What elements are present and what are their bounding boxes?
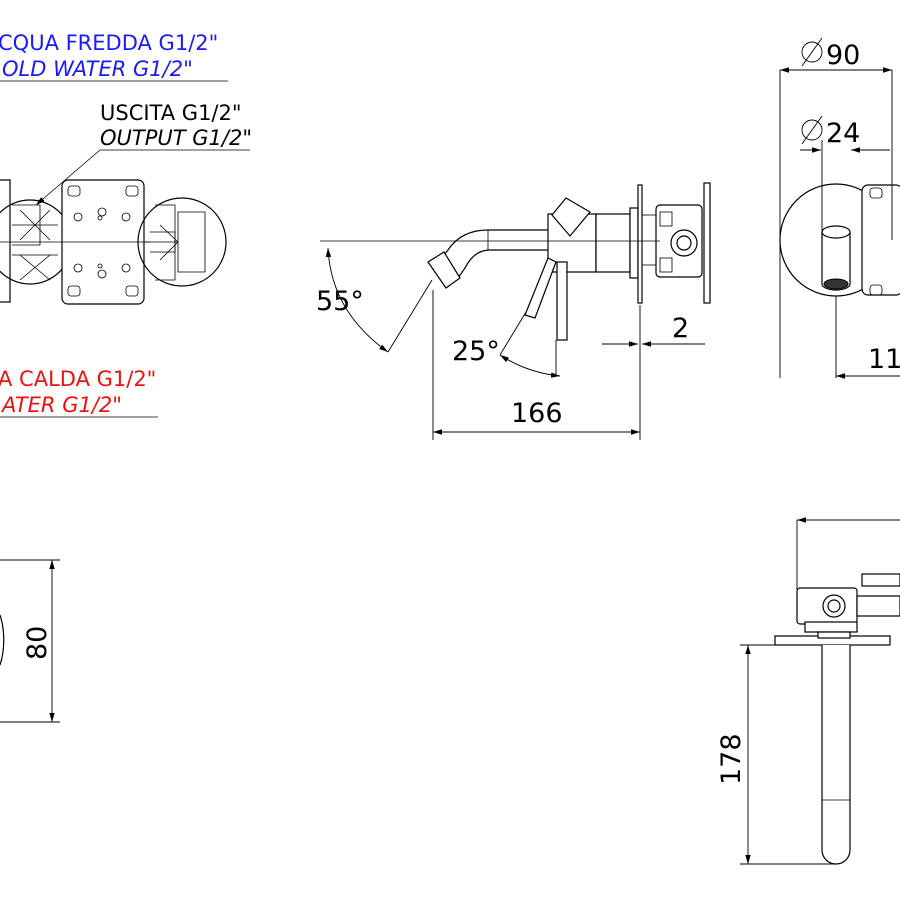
hot-water-label-en: ATER G1/2" [0,393,122,417]
side-view [320,182,711,341]
rear-view [0,179,227,305]
height-80-label: 80 [22,626,53,660]
diameter-90-dim: 90 [801,37,860,71]
diameter-24-dim: 24 [801,115,860,149]
diameter-90-label: 90 [826,40,860,71]
output-label-it: USCITA G1/2" [100,101,242,125]
top-view [740,517,900,865]
height-178-label: 178 [716,733,747,785]
output-label-en: OUTPUT G1/2" [100,126,252,150]
label-leaders [0,80,250,418]
depth-2-label: 2 [672,313,689,344]
side-view-dimensions [325,247,705,440]
left-height-view [0,559,60,723]
hot-water-label-it: A CALDA G1/2" [0,367,156,391]
length-166-label: 166 [511,398,563,429]
offset-11-label: 11 [868,344,900,375]
front-view [779,67,900,379]
angle-25-label: 25° [452,336,500,367]
cold-water-label-it: CQUA FREDDA G1/2" [0,31,218,55]
diameter-24-label: 24 [826,118,860,149]
angle-55-label: 55° [316,286,364,317]
cold-water-label-en: OLD WATER G1/2" [2,57,193,81]
